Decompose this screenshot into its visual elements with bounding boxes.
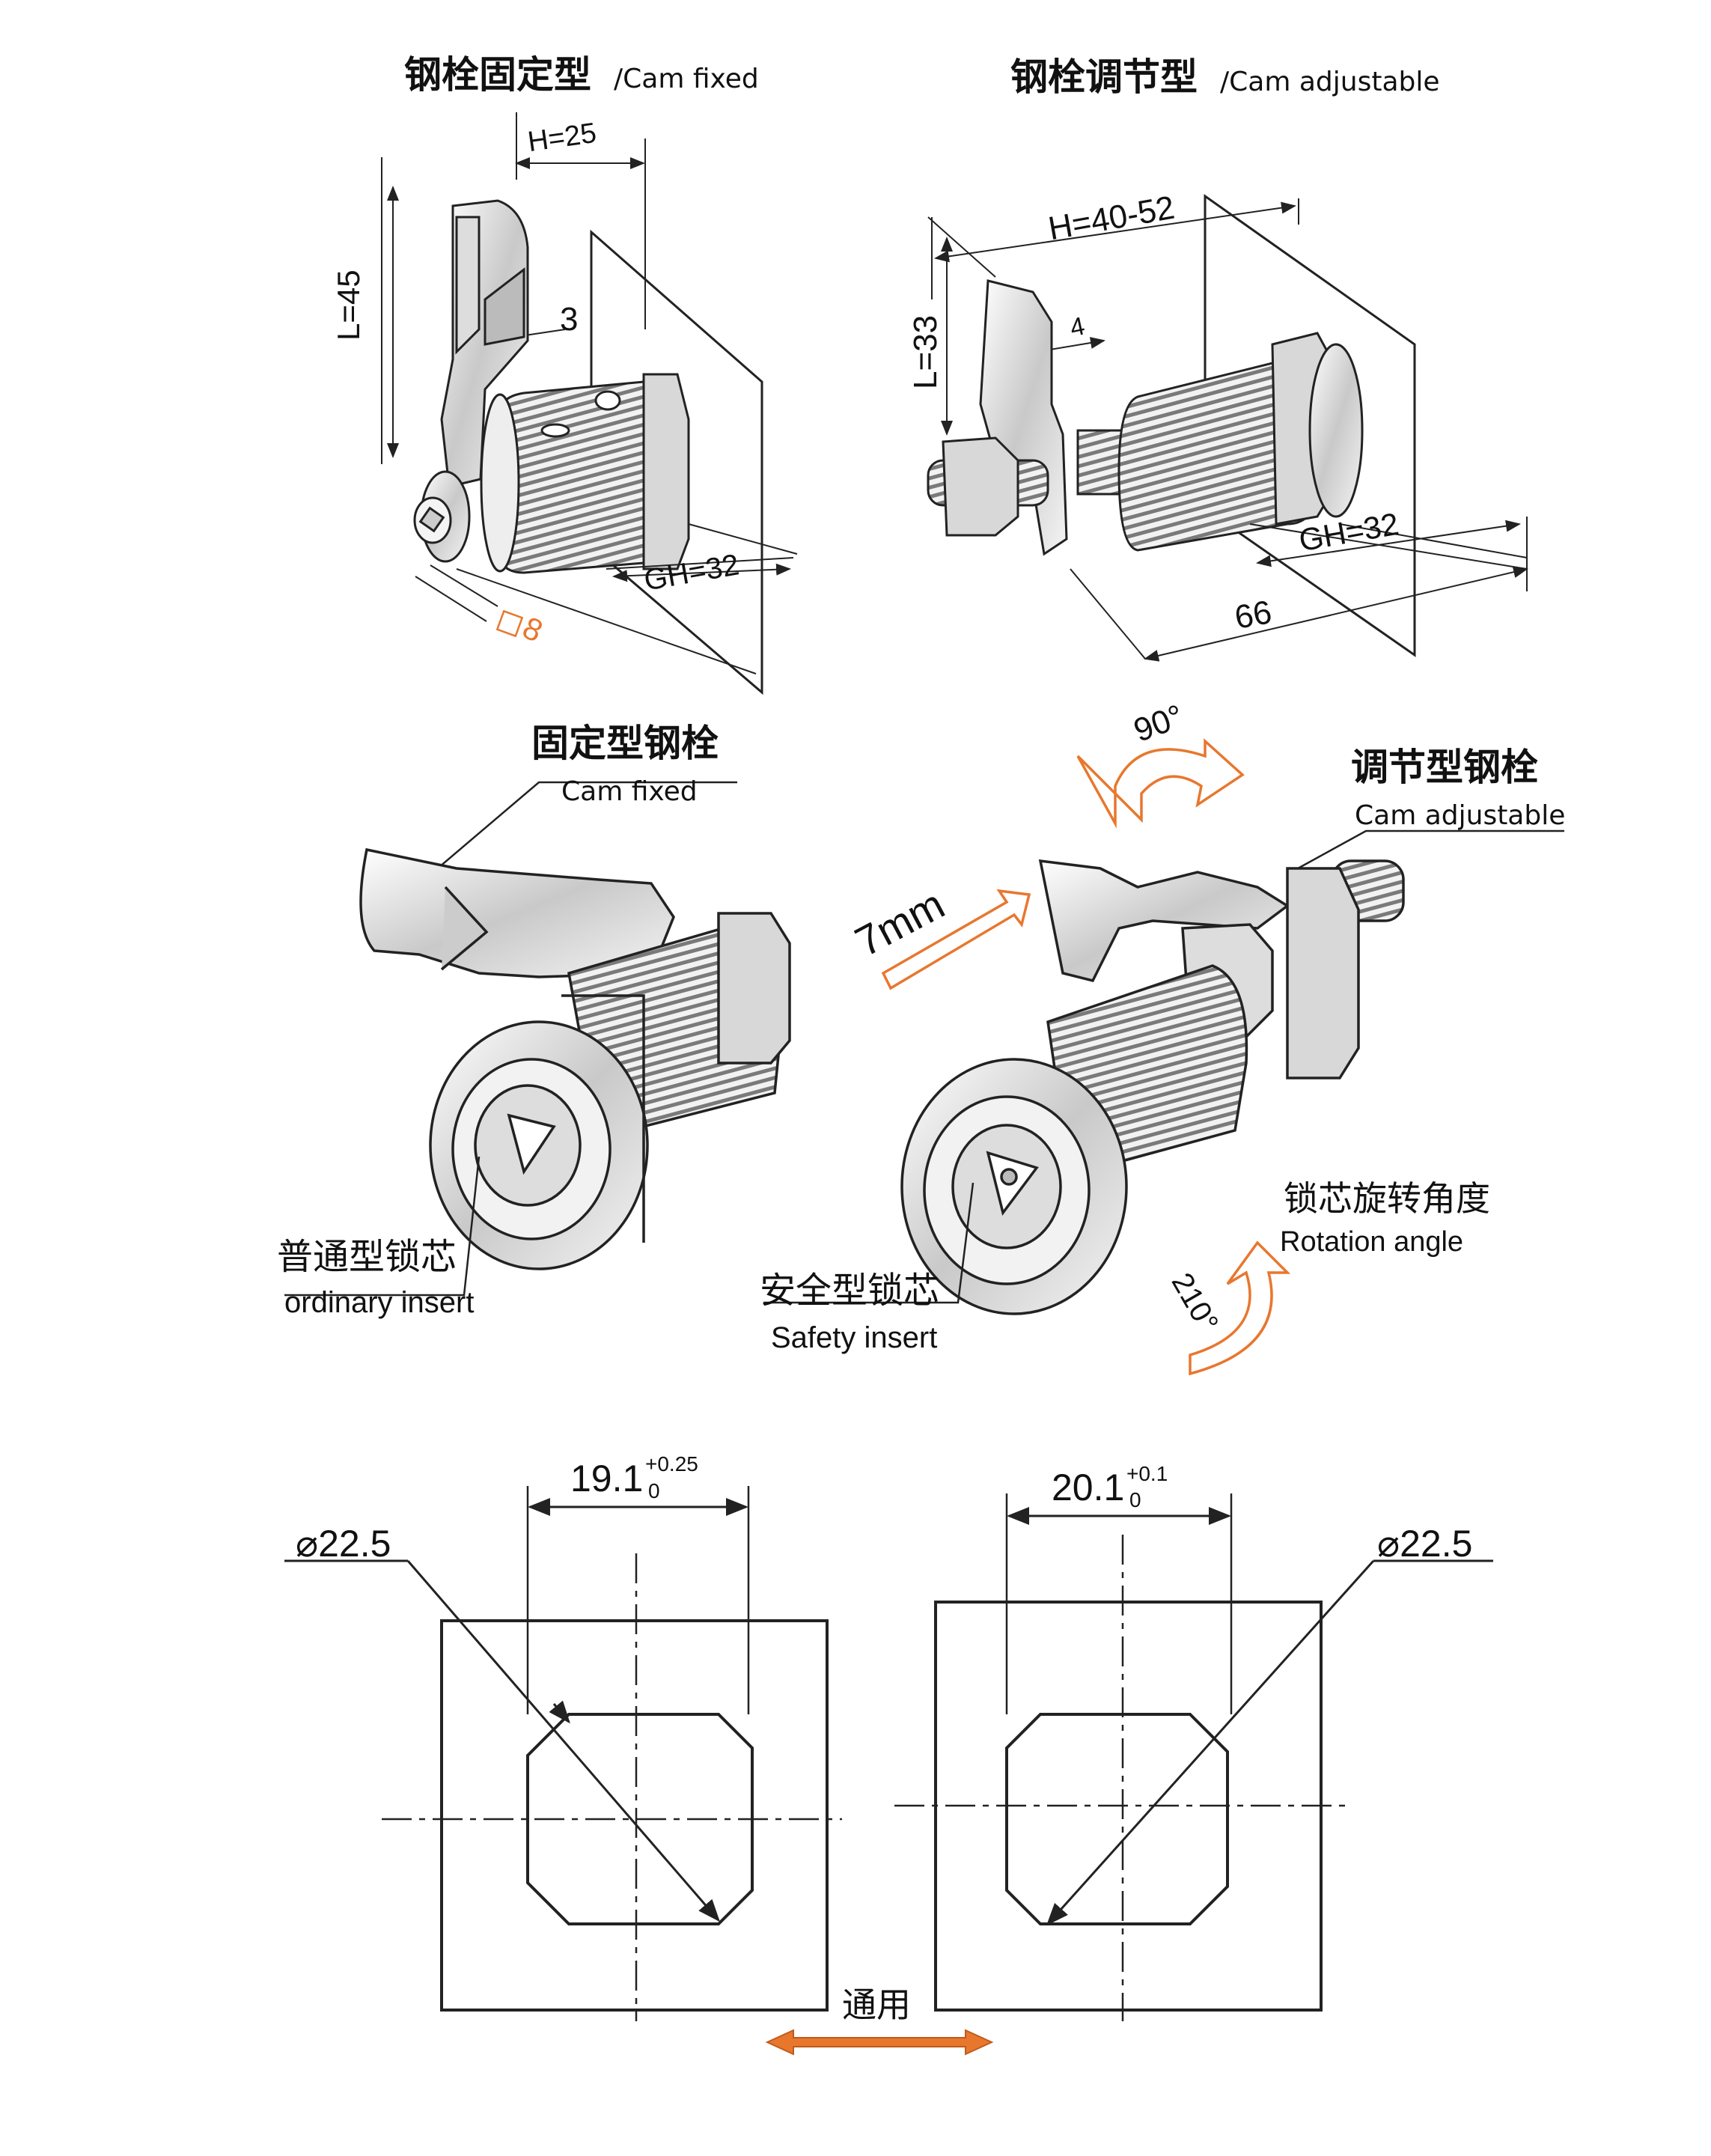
dim-l-33: L=33 bbox=[907, 314, 944, 389]
cam-fixed-illustration bbox=[284, 781, 791, 1297]
ordinary-insert-en: ordinary insert bbox=[284, 1286, 475, 1319]
hex-nut bbox=[642, 373, 690, 570]
cam-fixed-title-zh: 钢栓固定型 bbox=[404, 53, 591, 97]
rotation-angle-zh: 锁芯旋转角度 bbox=[1284, 1178, 1490, 1219]
safety-insert-zh: 安全型锁芯 bbox=[760, 1270, 940, 1312]
common-double-arrow bbox=[765, 2029, 994, 2056]
cutout-tol-lower-right: 0 bbox=[1129, 1488, 1141, 1511]
cutout-tol-upper-left: +0.25 bbox=[645, 1452, 698, 1476]
rotation-210-arrow bbox=[1189, 1240, 1291, 1376]
triangle-insert bbox=[507, 1113, 556, 1175]
diameter-right: ⌀22.5 bbox=[1377, 1523, 1473, 1565]
fixed-cam-label-en: Cam fixed bbox=[561, 776, 698, 807]
common-label: 通用 bbox=[842, 1985, 911, 2025]
cutout-tol-upper-right: +0.1 bbox=[1126, 1462, 1168, 1485]
panel-outline-left bbox=[440, 1619, 829, 2012]
cutout-width-left: 19.1 bbox=[570, 1458, 644, 1499]
cam-fixed-title-en: /Cam fixed bbox=[614, 64, 759, 94]
cam-adjustable-3d-view bbox=[927, 194, 1528, 662]
adjustable-cam-label-zh: 调节型钢栓 bbox=[1351, 746, 1538, 789]
travel-7mm-arrow bbox=[881, 889, 1031, 990]
diameter-left: ⌀22.5 bbox=[296, 1523, 391, 1565]
cutout-shape-left bbox=[526, 1713, 754, 1925]
fixed-cam-label-zh: 固定型钢栓 bbox=[531, 722, 719, 765]
adjustable-cam-label-en: Cam adjustable bbox=[1355, 800, 1566, 831]
cam-fixed-3d-view bbox=[381, 112, 798, 695]
cutout-width-right: 20.1 bbox=[1052, 1467, 1125, 1508]
dim-l-45: L=45 bbox=[331, 270, 366, 341]
cam-adjustable-illustration bbox=[763, 829, 1564, 1315]
cutout-tol-lower-left: 0 bbox=[648, 1479, 660, 1502]
safety-insert-en: Safety insert bbox=[771, 1321, 938, 1354]
dim-thickness-3: 3 bbox=[560, 301, 579, 338]
diameter-right-value: 22.5 bbox=[1400, 1523, 1473, 1565]
hex-nut-front bbox=[942, 436, 1019, 537]
cam-adjustable-title-en: /Cam adjustable bbox=[1220, 67, 1440, 97]
dim-total-66: 66 bbox=[1232, 594, 1275, 636]
cam-adjustable-title-zh: 钢栓调节型 bbox=[1010, 55, 1198, 99]
rotation-angle-en: Rotation angle bbox=[1280, 1226, 1464, 1258]
ordinary-insert-zh: 普通型锁芯 bbox=[277, 1236, 457, 1278]
rotation-90-arrow bbox=[1076, 738, 1245, 829]
diameter-left-value: 22.5 bbox=[318, 1523, 391, 1565]
cutout-shape-right bbox=[1005, 1713, 1229, 1925]
cutout-drawing-right bbox=[894, 1493, 1493, 2021]
cutout-drawing-left bbox=[284, 1486, 842, 2021]
